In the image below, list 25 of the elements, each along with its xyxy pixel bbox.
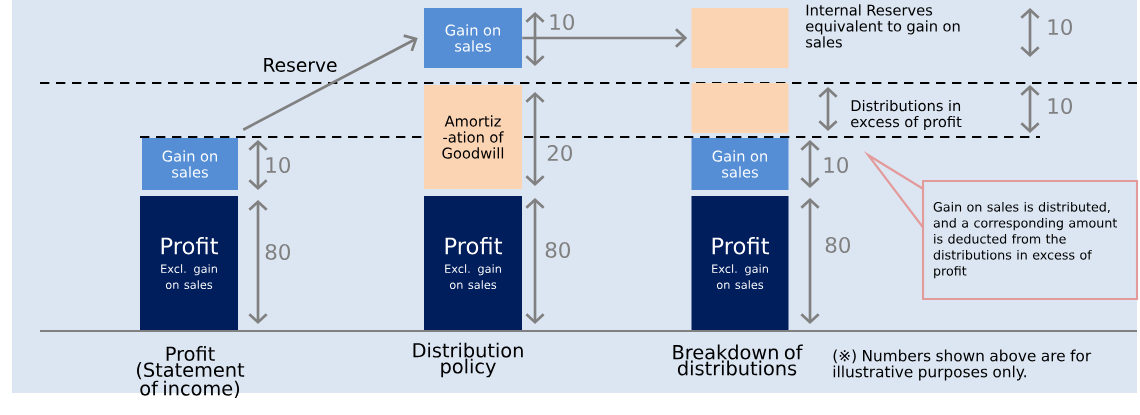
dimension-value: 20 <box>547 144 572 162</box>
dimension-value: 80 <box>265 243 290 261</box>
profit-box: Profit Excl. gain on sales <box>424 196 522 330</box>
reserve-box <box>691 83 789 133</box>
dimension-value: 10 <box>824 156 848 174</box>
gain-box: Gain on sales <box>424 8 522 68</box>
dimension-value: 80 <box>825 236 850 254</box>
footnote: (※) Numbers shown above are for illustrative purposes only. <box>833 349 1092 381</box>
dimension-value: 10 <box>1048 18 1072 36</box>
gain-box: Gain on sales <box>691 138 789 190</box>
dimension-value: 10 <box>266 156 290 174</box>
arrow <box>242 34 418 131</box>
side-label: Internal Reserves equivalent to gain on sales <box>806 4 960 48</box>
arrow <box>522 28 688 48</box>
dimension-value: 80 <box>545 241 570 259</box>
gain-box: Gain on sales <box>142 138 238 190</box>
edge-label: Reserve <box>264 58 337 72</box>
profit-box: Profit Excl. gain on sales <box>140 196 238 330</box>
profit-box: Profit Excl. gain on sales <box>691 196 789 330</box>
callout-box: Gain on sales is distributed, and a corresponding amount is deducted from the distributions in excess of profit <box>863 151 1139 301</box>
reserve-box <box>691 8 789 68</box>
dimension-value: 10 <box>1048 97 1072 115</box>
dimension-value: 10 <box>550 13 574 31</box>
reserve-box: Amortiz -ation of Goodwill <box>424 85 522 189</box>
footnote: Distributions in excess of profit <box>851 99 962 131</box>
